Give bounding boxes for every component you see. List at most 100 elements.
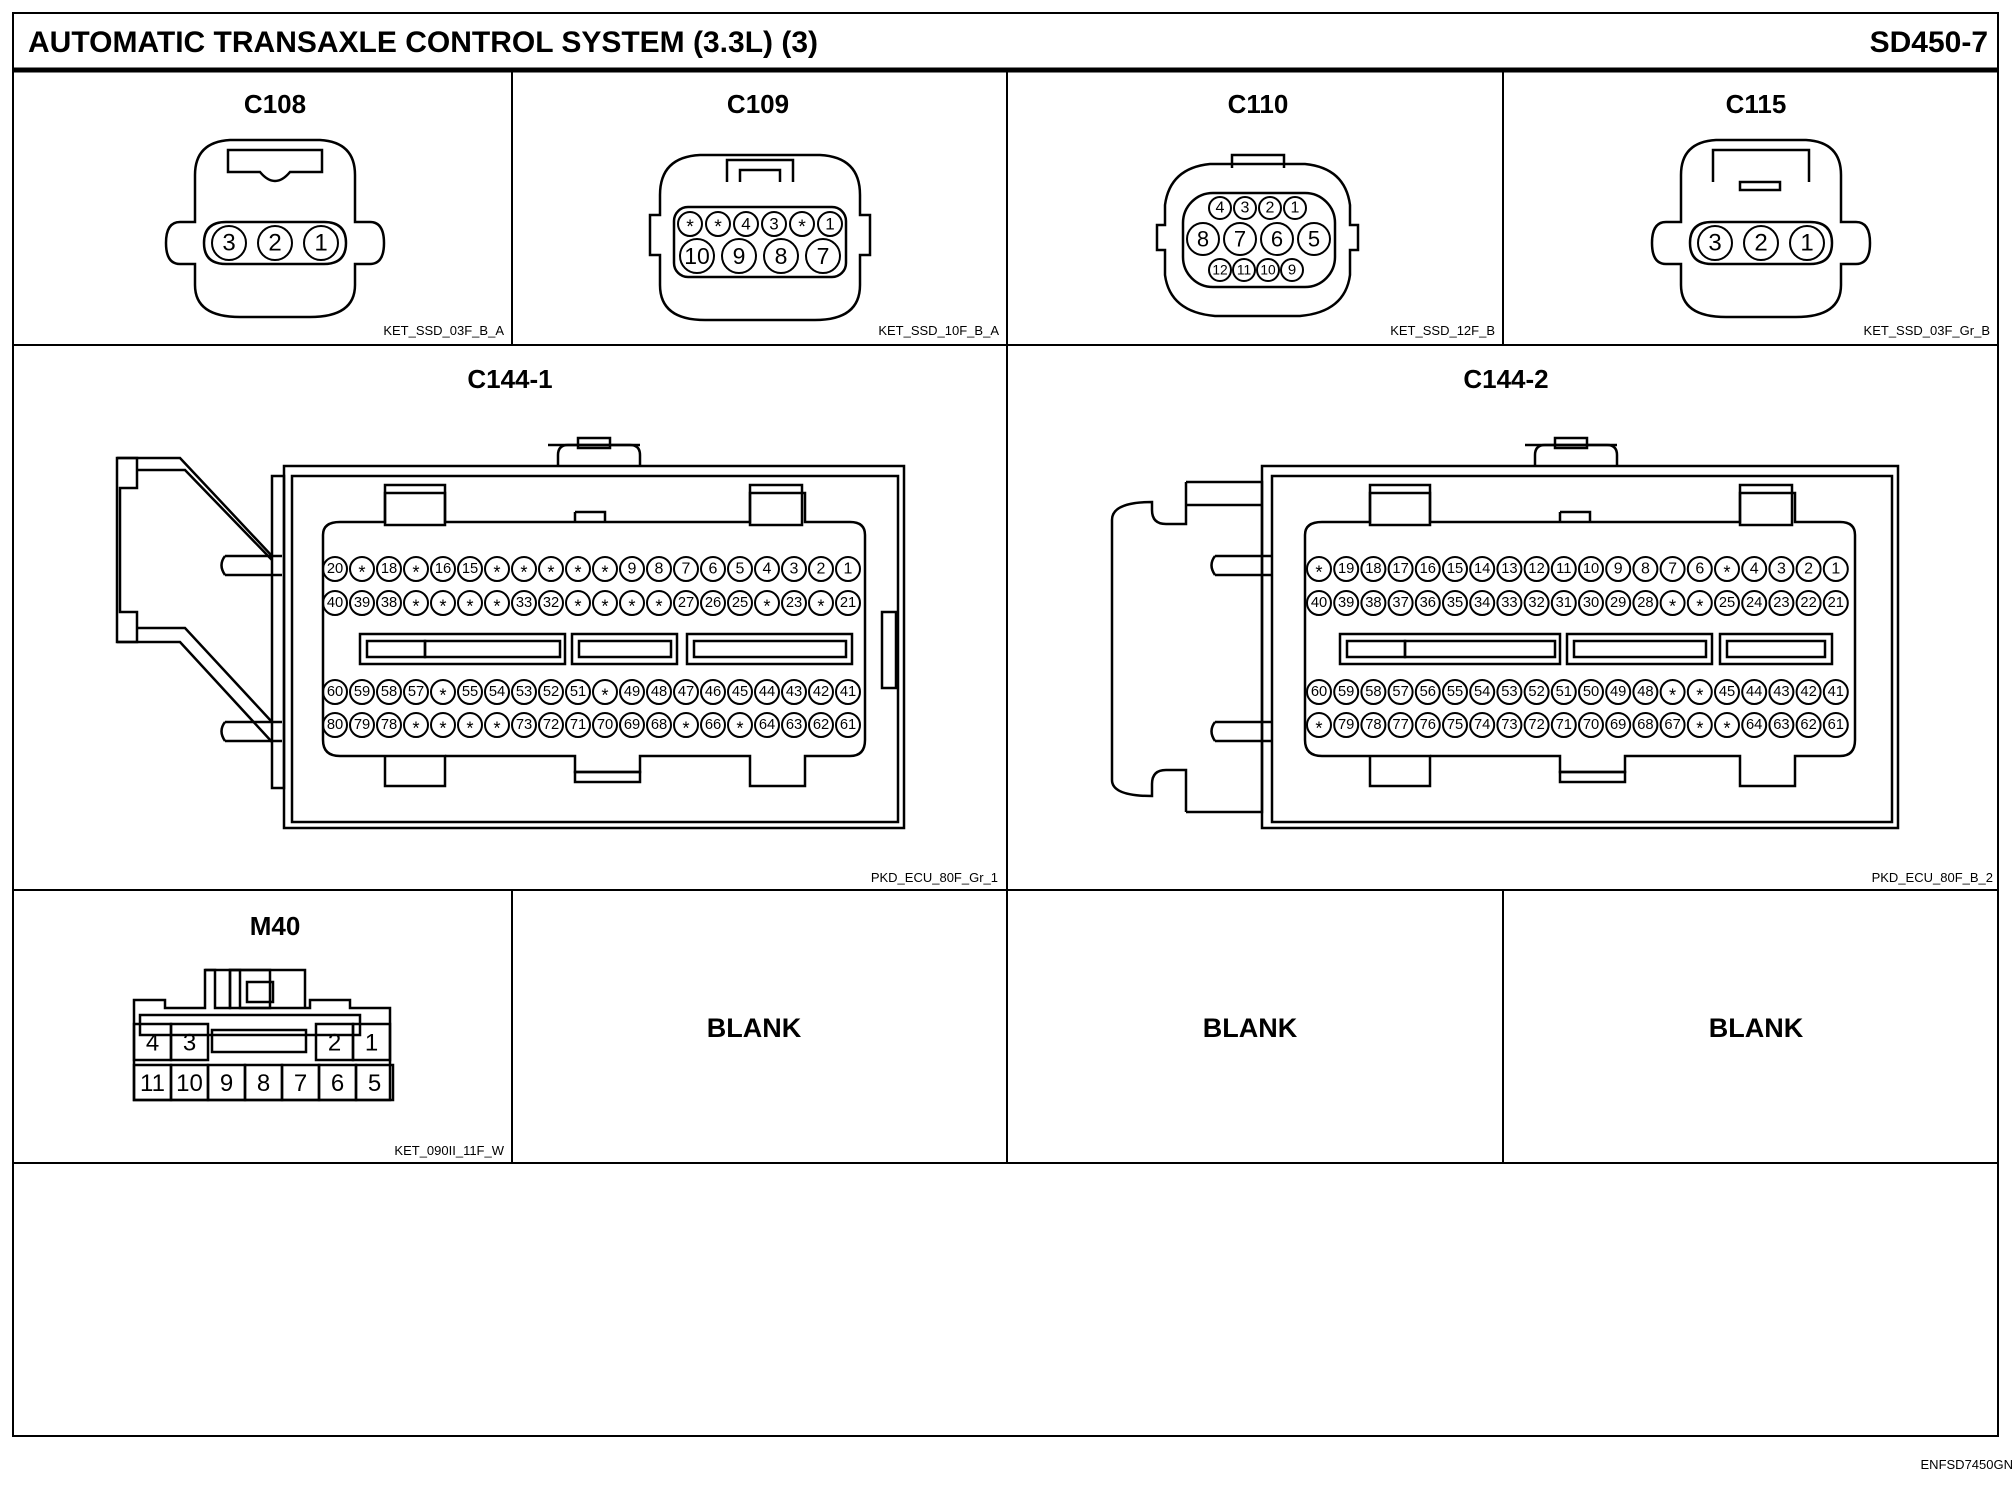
- pin-number: 8: [1641, 561, 1650, 578]
- pin-circle: [1686, 590, 1713, 616]
- pin: *: [808, 590, 834, 616]
- pin: 58: [376, 679, 402, 705]
- pin-number: 1: [1800, 230, 1813, 257]
- pin: 55: [457, 679, 483, 705]
- pin-circle: [673, 712, 699, 738]
- pin: 57: [1387, 679, 1414, 705]
- pin: 48: [646, 679, 672, 705]
- pin: 39: [349, 590, 375, 616]
- connector-housing: [1110, 436, 1900, 830]
- pin-circle: [1686, 679, 1713, 705]
- pin: 71: [565, 712, 591, 738]
- pin: *: [592, 679, 618, 705]
- pin-circle: [376, 590, 402, 616]
- pin-circle: [727, 590, 753, 616]
- pin: 51: [1550, 679, 1577, 705]
- pin-number: 3: [769, 215, 778, 234]
- pin: 11: [1232, 258, 1256, 282]
- pin-number: *: [1723, 717, 1730, 738]
- pin-number: 51: [1556, 684, 1572, 700]
- pin-number: 79: [354, 717, 370, 733]
- pin-number: 20: [327, 561, 343, 577]
- pin: 40: [1306, 590, 1332, 616]
- pin-circle: [1260, 222, 1294, 256]
- pin-circle: [1768, 679, 1795, 705]
- pin-number: 71: [570, 717, 586, 733]
- pin-circle: [1632, 590, 1659, 616]
- pin-circle: [538, 712, 564, 738]
- pin: 3: [761, 211, 787, 237]
- pin-circle: [1741, 679, 1768, 705]
- pin-number: *: [574, 561, 581, 582]
- pin-circle: [565, 590, 591, 616]
- pin: *: [538, 556, 564, 582]
- pin-number: 26: [705, 595, 721, 611]
- pin-circle: [1550, 590, 1577, 616]
- pin: 7: [1223, 222, 1257, 256]
- pin: 1: [817, 211, 843, 237]
- pin-number: 9: [1288, 262, 1296, 279]
- pin-circle: [1333, 590, 1360, 616]
- pin: 49: [1605, 679, 1632, 705]
- pin-number: 53: [516, 684, 532, 700]
- pin-number: 39: [354, 595, 370, 611]
- pin-number: *: [439, 595, 446, 616]
- pin-number: 30: [1583, 595, 1599, 611]
- pin-circle: [1523, 590, 1550, 616]
- pin-number: *: [493, 717, 500, 738]
- pin-circle: [1387, 590, 1414, 616]
- pin: 38: [376, 590, 402, 616]
- pin-number: 1: [844, 561, 853, 578]
- pin-number: *: [601, 595, 608, 616]
- pin: 66: [700, 712, 726, 738]
- pin-number: 2: [817, 561, 826, 578]
- connector-housing: [1155, 162, 1360, 318]
- pin: 10: [1256, 258, 1280, 282]
- pin: *: [1686, 679, 1713, 705]
- pin: 7: [673, 556, 699, 582]
- pin: *: [430, 679, 456, 705]
- pin-number: 49: [624, 684, 640, 700]
- pin-number: 42: [813, 684, 829, 700]
- pin-circle: [538, 556, 564, 582]
- pin: 69: [1605, 712, 1632, 738]
- pin-number: 23: [786, 595, 802, 611]
- pin-number: 5: [368, 1070, 381, 1097]
- pin-number: 54: [1474, 684, 1490, 700]
- pin-number: 68: [651, 717, 667, 733]
- pin-circle: [1360, 556, 1387, 582]
- pin-number: 18: [1365, 561, 1381, 577]
- pin-number: 9: [628, 561, 637, 578]
- pin: 17: [1387, 556, 1414, 582]
- pin: *: [673, 712, 699, 738]
- pin-number: 38: [381, 595, 397, 611]
- pin: 10: [1578, 556, 1604, 582]
- connector-code: KET_SSD_03F_Gr_B: [1864, 323, 1990, 338]
- pin: 14: [1469, 556, 1496, 582]
- pin-circle: [1697, 225, 1733, 261]
- pin-circle: [403, 679, 429, 705]
- pin: 63: [1768, 712, 1795, 738]
- pin: 70: [592, 712, 618, 738]
- pin-number: 10: [176, 1070, 203, 1097]
- pin: 8: [1186, 222, 1220, 256]
- pin-circle: [322, 556, 348, 582]
- pin-number: 1: [314, 230, 327, 257]
- pin-number: *: [628, 595, 635, 616]
- pin: 44: [1741, 679, 1768, 705]
- pin-number: 6: [331, 1070, 344, 1097]
- pin-circle: [349, 679, 375, 705]
- pin: 26: [700, 590, 726, 616]
- pin: *: [565, 556, 591, 582]
- pin: 6: [1260, 222, 1294, 256]
- pin-number: 4: [146, 1030, 159, 1057]
- pin-circle: [1496, 556, 1523, 582]
- pin: 23: [781, 590, 807, 616]
- pin-number: 63: [1773, 717, 1789, 733]
- pin-number: 9: [220, 1070, 233, 1097]
- pin-number: 8: [257, 1070, 270, 1097]
- pin-number: 70: [1583, 717, 1599, 733]
